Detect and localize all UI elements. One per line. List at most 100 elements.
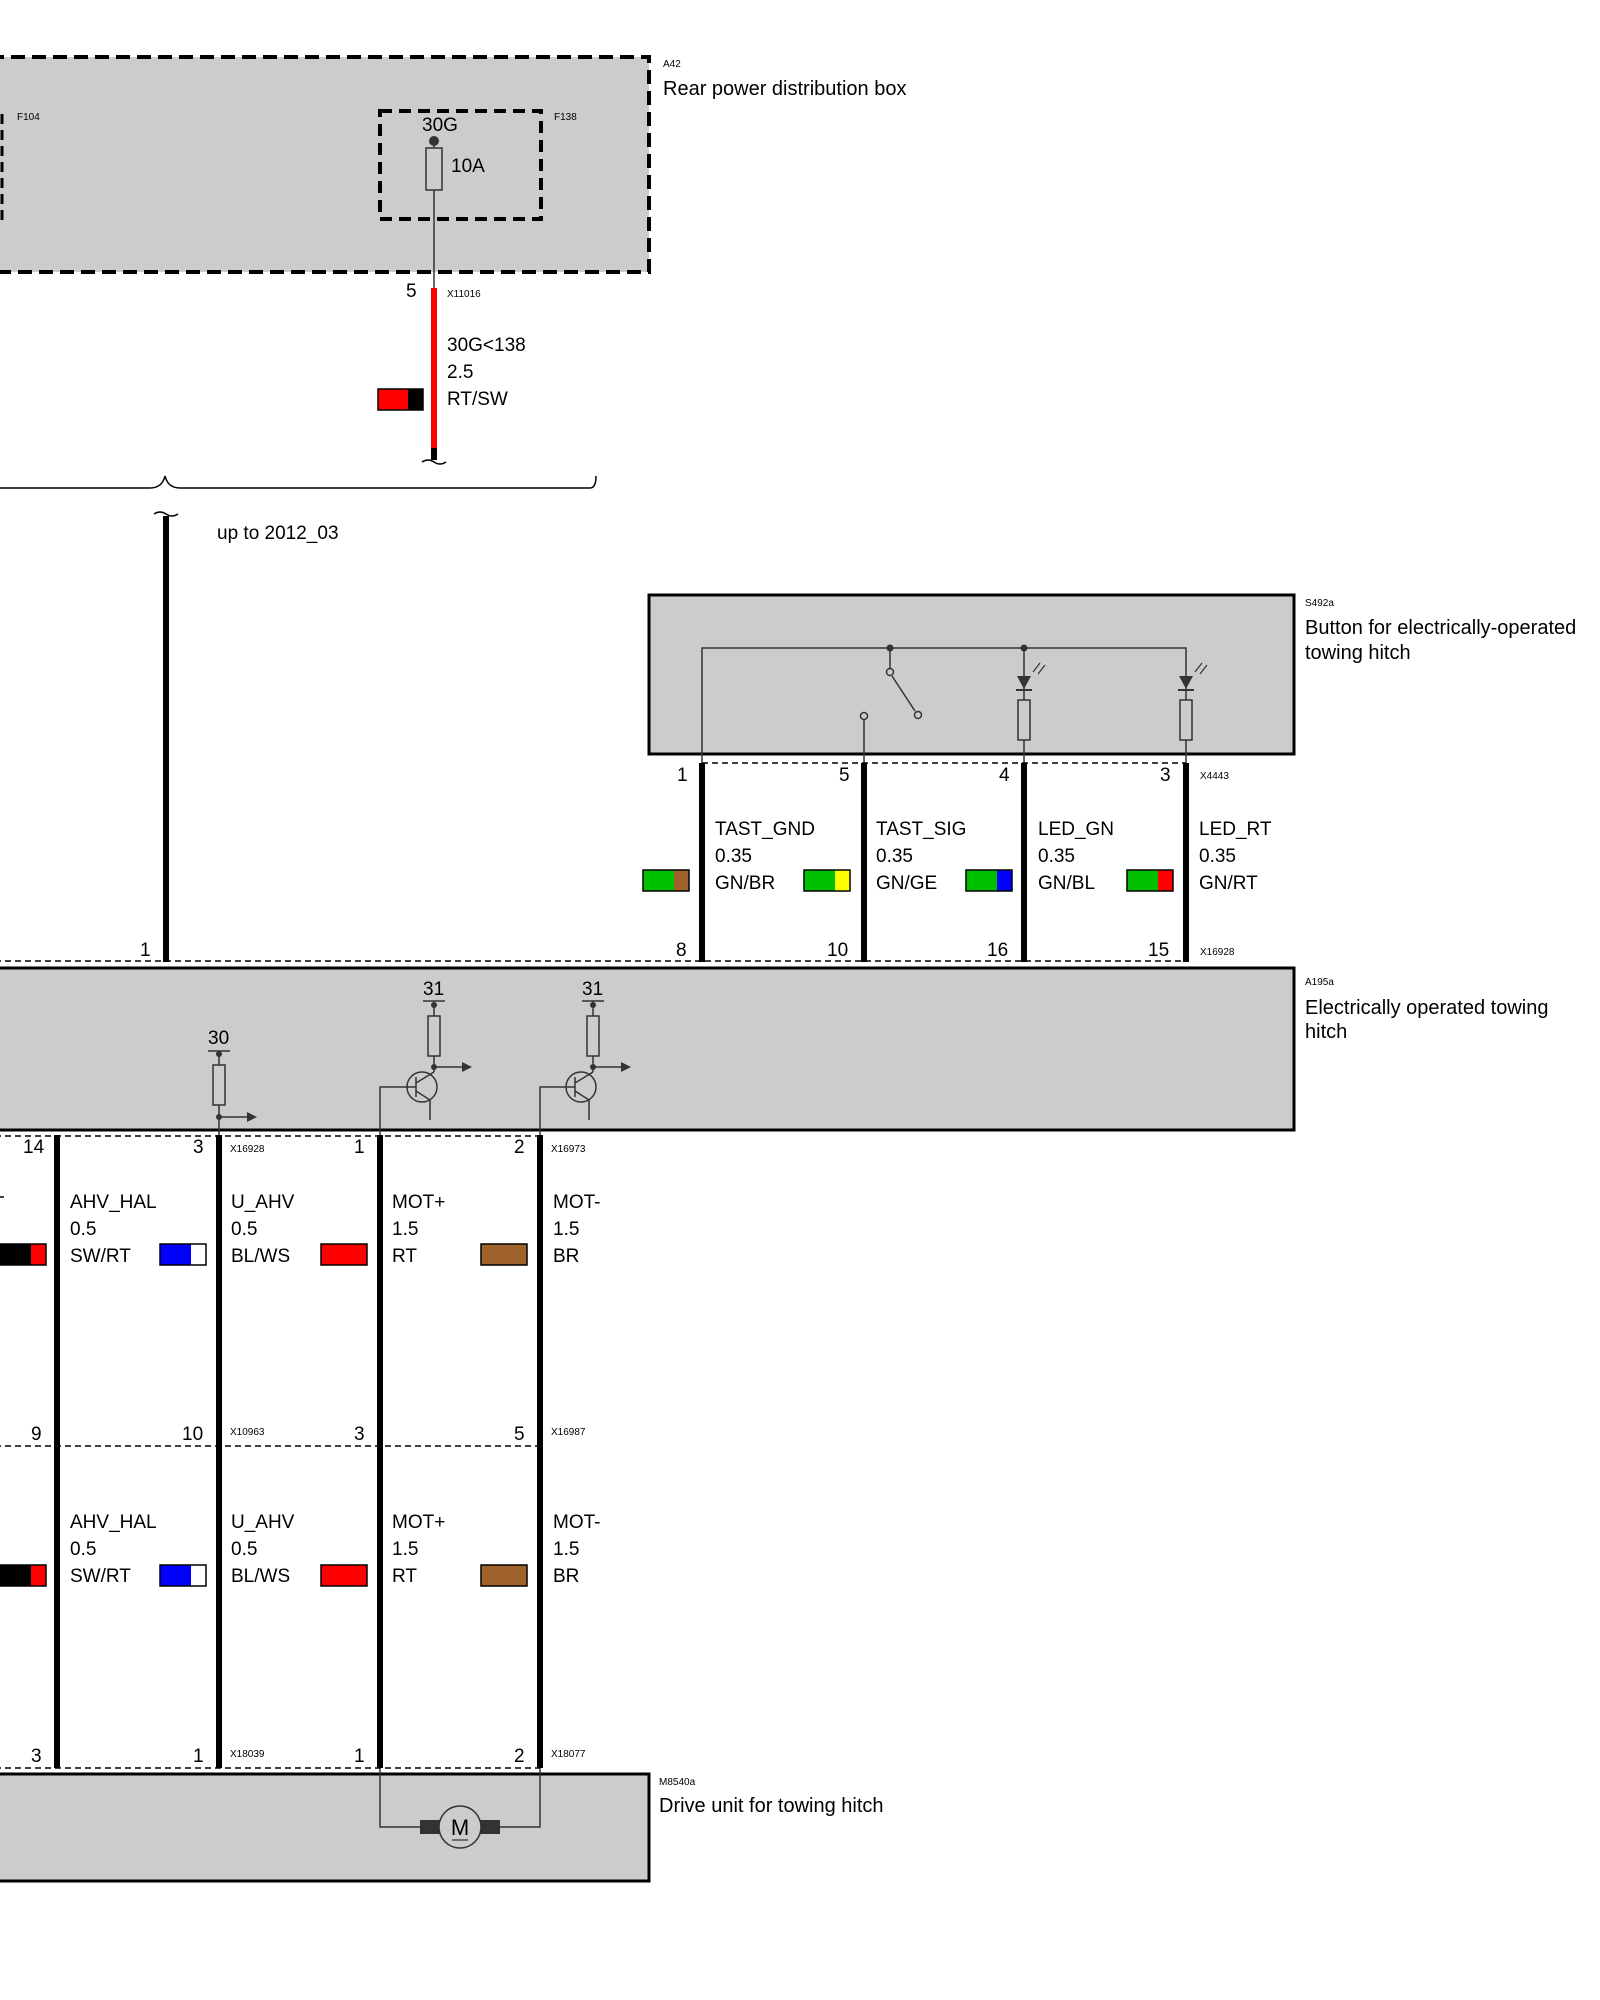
a195a-pin-8: 8 <box>676 940 687 961</box>
drive-wire-4-size: 1.5 <box>553 1219 579 1240</box>
swatch-br-lower <box>480 1564 528 1587</box>
brace-break-symbol <box>153 511 179 517</box>
fuse-f104-code: F104 <box>17 112 40 123</box>
button-wire-3-signal: LED_GN <box>1038 819 1114 840</box>
connector-x18039: X18039 <box>230 1749 265 1760</box>
drive-wire-lower-4-size: 1.5 <box>553 1539 579 1560</box>
power-feed-wire: 5 X11016 30G<138 2.5 RT/SW <box>377 281 526 465</box>
connector-x10963: X10963 <box>230 1427 265 1438</box>
swatch-sw-rt-lower <box>0 1564 47 1587</box>
motor-symbol: M <box>451 1815 469 1840</box>
a42-code: A42 <box>663 59 681 70</box>
rear-power-distribution-box: A42 Rear power distribution box F104 F13… <box>0 55 906 290</box>
button-wire-1-size: 0.35 <box>715 846 752 867</box>
drive-wire-lower-3-size: 1.5 <box>392 1539 418 1560</box>
swatch-bl-ws-upper <box>159 1243 207 1266</box>
a195a-name-line2: hitch <box>1305 1021 1347 1043</box>
connector-x16973: X16973 <box>551 1144 586 1155</box>
swatch-rt-upper <box>320 1243 368 1266</box>
drive-harness-upper: X16928 X16973 14 3 1 2 AHV_HAL 0.5 SW/RT… <box>0 1135 601 1768</box>
drive-wire-1-color-code: SW/RT <box>70 1246 131 1267</box>
s492a-code: S492a <box>1305 598 1334 609</box>
a195a-code: A195a <box>1305 977 1334 988</box>
led-red-resistor-icon <box>1179 699 1193 741</box>
fuse-terminal-label: 30G <box>422 115 458 136</box>
s492a-pin-3: 3 <box>1160 765 1171 786</box>
supply-resistor-icon <box>212 1064 226 1106</box>
drive-wire-lower-4-color-code: BR <box>553 1566 579 1587</box>
button-wire-4-signal: LED_RT <box>1199 819 1272 840</box>
power-wire-signal: 30G<138 <box>447 335 526 356</box>
fuse-f138-outline <box>378 109 543 221</box>
swatch-br-upper <box>480 1243 528 1266</box>
led-green-resistor-icon <box>1017 699 1031 741</box>
s492a-box <box>647 593 1296 756</box>
drive-wire-3-signal: MOT+ <box>392 1192 445 1213</box>
supply-30-circuit: 30 <box>208 1028 257 1136</box>
button-wire-4-size: 0.35 <box>1199 846 1236 867</box>
fuse-rating: 10A <box>451 156 485 177</box>
motor-minus-transistor-icon: 31 <box>539 979 631 1136</box>
swatch-rt-lower <box>320 1564 368 1587</box>
a195a-pin-1: 1 <box>354 1137 365 1158</box>
button-wire-3-color-code: GN/BL <box>1038 873 1095 894</box>
drive-wire-2-size: 0.5 <box>231 1219 257 1240</box>
led-green-icon <box>1016 648 1046 763</box>
led-red-icon <box>1178 662 1208 763</box>
swatch-primary <box>378 389 408 410</box>
brace-line <box>0 475 597 489</box>
power-wire-color-swatch <box>377 388 424 411</box>
drive-wire-lower-2-signal: U_AHV <box>231 1512 295 1533</box>
swatch-gn-bl <box>965 869 1013 892</box>
inline-pin-10: 10 <box>182 1424 203 1445</box>
drive-wire-1-size: 0.5 <box>70 1219 96 1240</box>
swatch-gn-rt <box>1126 869 1174 892</box>
wire-break-symbol <box>421 459 447 465</box>
inline-pin-9: 9 <box>31 1424 42 1445</box>
s492a-pin-4: 4 <box>999 765 1010 786</box>
drive-wire-1-signal: AHV_HAL <box>70 1192 157 1213</box>
m8540a-pin-1a: 1 <box>193 1746 204 1767</box>
button-wire-3-size: 0.35 <box>1038 846 1075 867</box>
m8540a-pin-2: 2 <box>514 1746 525 1767</box>
drive-wire-lower-3-color-code: RT <box>392 1566 417 1587</box>
variant-note: up to 2012_03 <box>217 523 339 544</box>
motor-icon: M <box>379 1768 541 1849</box>
connector-x16928-bottom: X16928 <box>230 1144 265 1155</box>
button-wire-2-size: 0.35 <box>876 846 913 867</box>
connector-x11016: X11016 <box>447 289 481 300</box>
a195a-pin-15: 15 <box>1148 940 1169 961</box>
s492a-pin-5: 5 <box>839 765 850 786</box>
a195a-name-line1: Electrically operated towing <box>1305 997 1548 1019</box>
button-wire-1-signal: TAST_GND <box>715 819 815 840</box>
power-wire-color-code: RT/SW <box>447 389 508 410</box>
swatch-gn-ge <box>803 869 851 892</box>
m8540a-code: M8540a <box>659 1777 696 1788</box>
supply-label: 30 <box>208 1028 229 1049</box>
a42-name: Rear power distribution box <box>663 78 906 100</box>
swatch-border <box>377 388 424 411</box>
ground-label-2: 31 <box>582 979 603 1000</box>
inline-pin-5: 5 <box>514 1424 525 1445</box>
drive-wire-3-size: 1.5 <box>392 1219 418 1240</box>
a195a-pin-16: 16 <box>987 940 1008 961</box>
inline-connector: X10963 X16987 9 10 3 5 <box>0 1424 586 1447</box>
s492a-pin-1: 1 <box>677 765 688 786</box>
a195a-pin-14: 14 <box>23 1137 45 1158</box>
a195a-pin-2: 2 <box>514 1137 525 1158</box>
m8540a-name: Drive unit for towing hitch <box>659 1795 884 1817</box>
s492a-name-line2: towing hitch <box>1305 642 1411 664</box>
button-common-bus <box>701 647 1187 763</box>
drive-wire-lower-2-color-code: BL/WS <box>231 1566 290 1587</box>
connector-x16987: X16987 <box>551 1427 586 1438</box>
button-wire-2-signal: TAST_SIG <box>876 819 966 840</box>
swatch-bl-ws-lower <box>159 1564 207 1587</box>
drive-wire-4-color-code: BR <box>553 1246 579 1267</box>
towing-hitch-button: S492a Button for electrically-operated t… <box>647 593 1576 763</box>
swatch-gn-br <box>642 869 690 892</box>
motor-plus-transistor-icon: 31 <box>379 979 472 1136</box>
fuse-f138-code: F138 <box>554 112 577 123</box>
button-wire-4-color-code: GN/RT <box>1199 873 1258 894</box>
power-wire-size: 2.5 <box>447 362 473 383</box>
a42-pin: 5 <box>406 281 417 302</box>
